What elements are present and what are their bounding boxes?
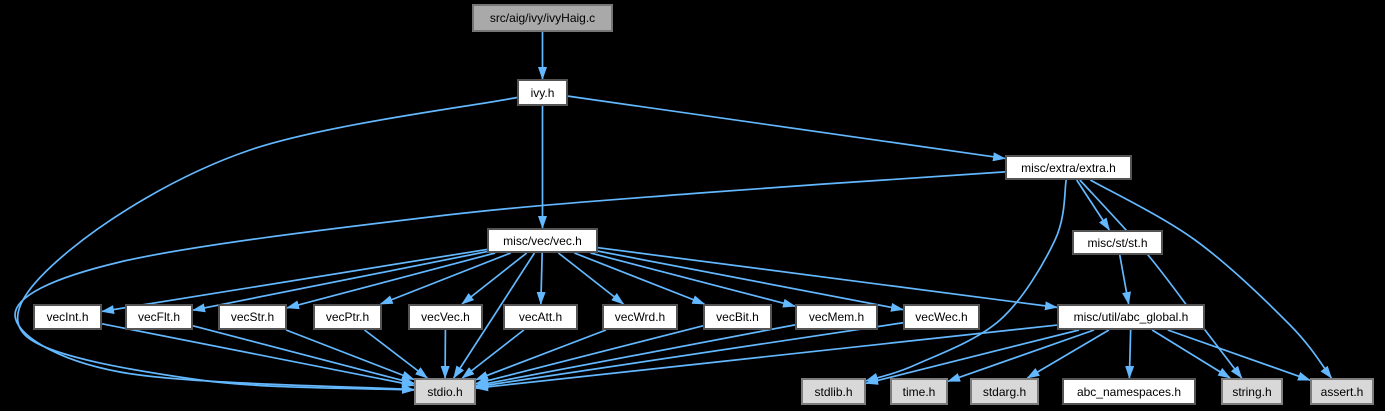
edge-vec-vecatt [536, 252, 546, 305]
node-st[interactable]: misc/st/st.h [1072, 230, 1163, 255]
edge-abcglobal-assert [1167, 329, 1311, 382]
node-label: abc_namespaces.h [1076, 384, 1182, 399]
edge-extra-string [1079, 179, 1243, 379]
edge-extra-st [1075, 179, 1111, 231]
edge-abcglobal-stdarg [1026, 329, 1110, 379]
edge-abcglobal-abcns [1125, 329, 1135, 379]
node-label: vecStr.h [230, 310, 275, 324]
edge-vec-vecstr [286, 252, 496, 310]
node-label: stdlib.h [814, 384, 853, 399]
edge-ivy-extra [567, 95, 1006, 162]
node-string: string.h [1221, 378, 1283, 405]
node-vecvec[interactable]: vecVec.h [408, 304, 483, 330]
edge-vec-stdio [453, 252, 536, 379]
node-stdarg: stdarg.h [970, 378, 1039, 405]
node-vecstr[interactable]: vecStr.h [218, 304, 287, 330]
node-label: vecAtt.h [518, 310, 563, 324]
edge-vec-vecwec [597, 250, 904, 312]
node-ivyhaig: src/aig/ivy/ivyHaig.c [472, 4, 613, 32]
node-vecflt[interactable]: vecFlt.h [125, 304, 193, 330]
edge-extra-stdio [14, 171, 1006, 394]
node-label: misc/vec/vec.h [503, 233, 582, 248]
node-label: src/aig/ivy/ivyHaig.c [489, 11, 596, 25]
node-label: vecBit.h [716, 310, 759, 324]
edge-vecflt-stdio [192, 325, 415, 385]
edge-vec-vecflt [192, 250, 488, 313]
edge-vec-vecint [101, 248, 488, 314]
node-label: stdarg.h [982, 384, 1027, 399]
node-label: ivy.h [530, 85, 555, 100]
edge-vecptr-stdio [363, 329, 429, 379]
node-extra[interactable]: misc/extra/extra.h [1005, 155, 1132, 180]
node-label: vecPtr.h [325, 310, 370, 324]
edge-extra-assert [1089, 179, 1333, 379]
edge-vec-abcglobal [597, 246, 1058, 311]
edge-vec-vecvec [461, 252, 528, 305]
node-vecatt[interactable]: vecAtt.h [503, 304, 578, 330]
node-label: vecVec.h [421, 310, 470, 324]
node-label: vecWec.h [915, 310, 968, 324]
edge-vecstr-stdio [285, 329, 415, 381]
node-vec[interactable]: misc/vec/vec.h [487, 228, 598, 253]
node-label: time.h [902, 384, 936, 399]
node-label: misc/st/st.h [1087, 235, 1148, 250]
node-label: vecWrd.h [614, 310, 666, 324]
edge-vecwrd-stdio [475, 329, 607, 381]
edge-vecatt-stdio [461, 329, 525, 379]
node-vecwrd[interactable]: vecWrd.h [602, 304, 678, 330]
node-stdio: stdio.h [414, 378, 476, 405]
node-label: vecInt.h [46, 310, 89, 324]
edge-vec-vecptr [379, 252, 511, 305]
node-label: misc/util/abc_global.h [1073, 310, 1189, 324]
node-abcglobal[interactable]: misc/util/abc_global.h [1057, 304, 1205, 330]
node-label: stdio.h [427, 384, 463, 399]
node-assert: assert.h [1310, 378, 1374, 405]
edge-vecmem-stdio [475, 324, 796, 388]
node-label: vecFlt.h [137, 310, 180, 324]
edge-abcglobal-stdlib [865, 329, 1080, 385]
edge-vec-vecmem [590, 252, 796, 308]
node-label: assert.h [1320, 384, 1364, 399]
edge-vec-vecwrd [557, 252, 625, 305]
node-vecmem[interactable]: vecMem.h [795, 304, 878, 330]
edge-abcglobal-string [1151, 329, 1231, 379]
node-stdlib: stdlib.h [801, 378, 866, 405]
node-label: vecMem.h [808, 310, 865, 324]
node-abcns[interactable]: abc_namespaces.h [1062, 378, 1196, 405]
node-vecbit[interactable]: vecBit.h [703, 304, 772, 330]
edge-vecwec-stdio [475, 321, 904, 390]
node-time: time.h [890, 378, 948, 405]
node-label: string.h [1232, 384, 1272, 399]
edge-abcglobal-stdio [475, 324, 1058, 392]
node-vecint[interactable]: vecInt.h [33, 304, 102, 330]
edge-vec-vecbit [574, 252, 706, 305]
node-ivy[interactable]: ivy.h [517, 79, 568, 106]
edge-vecint-stdio [101, 322, 415, 388]
node-vecwec[interactable]: vecWec.h [903, 304, 980, 330]
edge-vecbit-stdio [475, 324, 704, 386]
edge-ivy-stdio [16, 96, 518, 394]
edge-abcglobal-time [947, 329, 1095, 383]
edge-st-abcglobal [1118, 254, 1131, 305]
node-label: misc/extra/extra.h [1021, 160, 1116, 175]
edge-extra-stdlib [865, 179, 1068, 382]
graph-edges [14, 32, 1333, 394]
node-vecptr[interactable]: vecPtr.h [313, 304, 382, 330]
